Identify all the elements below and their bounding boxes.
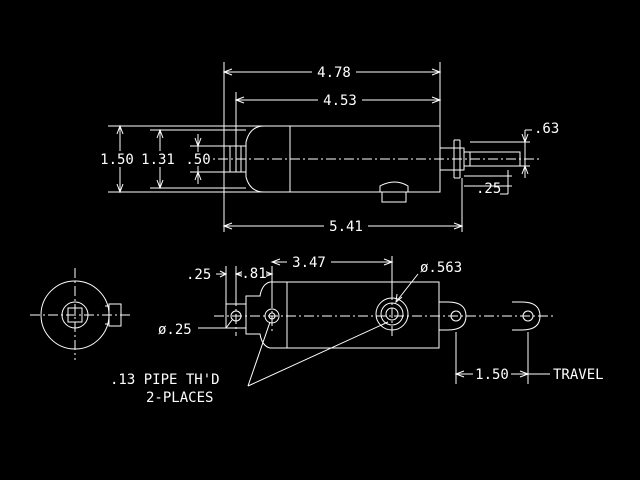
dim-mount-offset: .25 bbox=[186, 267, 211, 283]
dim-rod-offset: .25 bbox=[476, 181, 501, 197]
dim-port-dia: ø.563 bbox=[420, 260, 462, 276]
dim-outer-dia: 1.50 bbox=[100, 152, 134, 168]
dim-inner-dia: 1.31 bbox=[141, 152, 175, 168]
end-view bbox=[30, 268, 130, 360]
dim-total-length: 5.41 bbox=[329, 219, 363, 235]
dim-pin-dia: ø.25 bbox=[158, 322, 192, 338]
note-pipe-thread: .13 PIPE TH'D bbox=[110, 372, 220, 388]
dim-port-spacing: 3.47 bbox=[292, 255, 326, 271]
port-boss-top bbox=[379, 181, 409, 192]
travel-label: TRAVEL bbox=[553, 367, 604, 383]
dim-overall-length: 4.78 bbox=[317, 65, 351, 81]
top-view: 4.78 4.53 5.41 1.50 1.31 .50 bbox=[100, 62, 559, 235]
dim-stroke: 1.50 bbox=[475, 367, 509, 383]
side-end-cap bbox=[245, 281, 287, 349]
dim-rod-dim: .63 bbox=[534, 121, 559, 137]
side-cylinder-body bbox=[286, 281, 440, 349]
port-fitting-top bbox=[381, 191, 407, 203]
dim-end-dia: .50 bbox=[185, 152, 210, 168]
note-places: 2-PLACES bbox=[146, 390, 213, 406]
side-view: .25 .81 3.47 ø.563 ø.25 1.50 TRAVEL bbox=[110, 253, 604, 406]
dim-port-offset: .81 bbox=[241, 266, 266, 282]
dim-body-length: 4.53 bbox=[323, 93, 357, 109]
